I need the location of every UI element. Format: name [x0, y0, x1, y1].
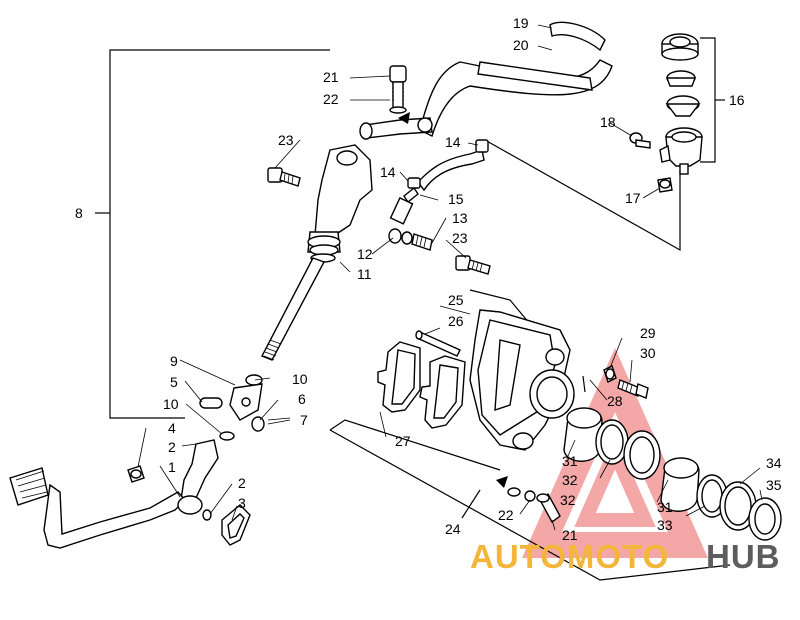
label-29: 29 — [640, 325, 656, 341]
washer-6 — [251, 416, 265, 432]
brake-hose-20 — [419, 59, 613, 137]
watermark-part1: AUTOMOTO — [470, 538, 669, 575]
label-31-b: 31 — [657, 499, 673, 515]
fitting-14-lower — [389, 177, 421, 225]
bleeder-29-30 — [603, 365, 649, 399]
arrow-marker-top — [398, 112, 410, 124]
clevis-pin-5 — [199, 397, 223, 409]
label-3: 3 — [238, 495, 246, 511]
label-11: 11 — [357, 266, 372, 282]
label-30: 30 — [640, 345, 656, 361]
watermark-part2: HUB — [706, 538, 781, 575]
seal-35 — [748, 497, 782, 541]
bolt-4 — [127, 465, 145, 483]
label-23-lower: 23 — [452, 230, 468, 246]
brake-pedal-1 — [9, 439, 219, 549]
label-22-top: 22 — [323, 91, 339, 107]
label-21-lower: 21 — [562, 527, 578, 543]
label-21-top: 21 — [323, 69, 339, 85]
cap-28 — [582, 375, 586, 393]
label-28: 28 — [607, 393, 623, 409]
label-12: 12 — [357, 246, 373, 262]
label-24: 24 — [445, 521, 461, 537]
banjo-bolt-21-lower — [507, 487, 561, 524]
label-23-top: 23 — [278, 132, 294, 148]
master-cylinder-body — [307, 144, 373, 263]
label-32-a: 32 — [562, 472, 578, 488]
banjo-bolt-21-top — [389, 65, 407, 114]
label-15: 15 — [448, 191, 464, 207]
label-10-upper: 10 — [292, 371, 308, 387]
hose-clamp-19 — [549, 21, 606, 52]
cotter-pin-7 — [267, 417, 291, 425]
brake-caliper-25 — [469, 309, 575, 451]
label-14-top: 14 — [445, 134, 461, 150]
piston-31-b — [660, 457, 700, 512]
label-22-lower: 22 — [498, 507, 514, 523]
label-5: 5 — [170, 374, 178, 390]
bracket-16 — [700, 37, 716, 163]
label-31-a: 31 — [562, 453, 578, 469]
label-32-b: 32 — [560, 492, 576, 508]
seal-34 — [719, 481, 757, 531]
brake-pads-27 — [377, 341, 466, 429]
label-18: 18 — [600, 114, 616, 130]
label-9: 9 — [170, 353, 178, 369]
label-13: 13 — [452, 210, 468, 226]
label-26: 26 — [448, 313, 464, 329]
clevis-9 — [229, 374, 263, 421]
label-14-lower: 14 — [380, 164, 396, 180]
label-7: 7 — [300, 412, 308, 428]
piston-31-a — [563, 407, 603, 462]
label-8: 8 — [75, 205, 83, 221]
bracket-24 — [329, 419, 731, 581]
cotter-2 — [202, 509, 212, 521]
label-20: 20 — [513, 37, 529, 53]
label-2-upper: 2 — [168, 439, 176, 455]
mounting-bolt-23-top — [267, 167, 301, 187]
brake-hose-15 — [417, 139, 489, 192]
mounting-bolt-23-lower — [455, 255, 491, 275]
seal-32-a — [595, 419, 629, 465]
label-34: 34 — [766, 455, 782, 471]
label-27: 27 — [395, 433, 411, 449]
label-25: 25 — [448, 292, 464, 308]
reservoir-16 — [659, 33, 703, 175]
label-17: 17 — [625, 190, 641, 206]
banjo-fitting-top — [359, 117, 433, 140]
washer-10 — [219, 431, 235, 441]
label-33: 33 — [657, 517, 673, 533]
fitting-17 — [657, 177, 673, 193]
caliper-pin-26 — [415, 330, 461, 357]
screw-18 — [629, 132, 651, 149]
label-19: 19 — [513, 15, 529, 31]
part-labels: 19 20 21 22 23 14 14 15 13 23 12 11 8 16… — [75, 15, 782, 543]
bolt-13-washer-12 — [388, 228, 433, 251]
seal-32-b — [623, 430, 661, 480]
arrow-marker-lower — [496, 476, 508, 488]
label-10-lower: 10 — [163, 396, 179, 412]
leader-lines — [137, 24, 763, 531]
label-4: 4 — [168, 420, 176, 436]
label-2-lower: 2 — [238, 475, 246, 491]
label-35: 35 — [766, 477, 782, 493]
label-6: 6 — [298, 391, 306, 407]
label-16: 16 — [729, 92, 745, 108]
label-1: 1 — [168, 459, 176, 475]
reservoir-hose-guide — [484, 139, 681, 252]
return-spring-3 — [221, 504, 251, 546]
push-rod-11 — [261, 257, 325, 361]
bracket-8 — [95, 49, 330, 419]
watermark-text: AUTOMOTO HUB — [470, 538, 781, 575]
